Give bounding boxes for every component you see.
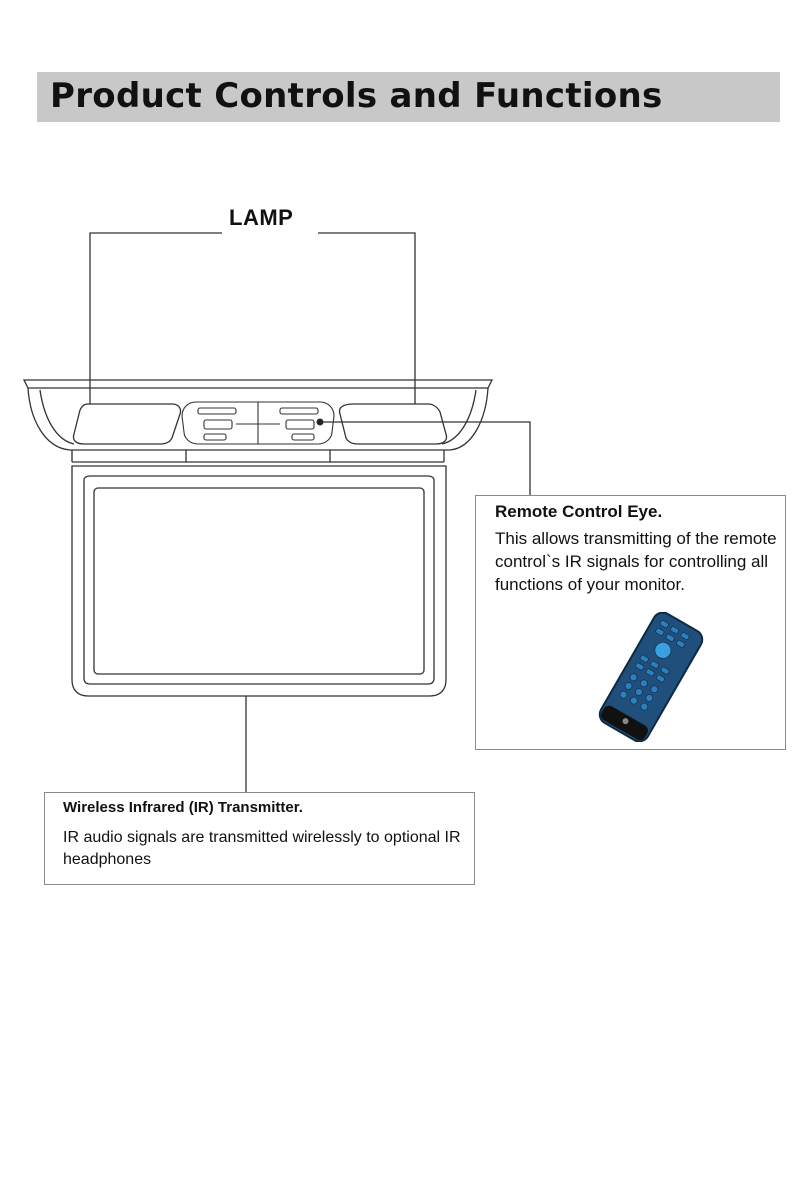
ir-transmitter-title: Wireless Infrared (IR) Transmitter. — [63, 799, 303, 816]
remote-eye-leader — [322, 421, 531, 495]
housing-inner-right — [441, 389, 477, 445]
ir-transmitter-body: IR audio signals are transmitted wireles… — [63, 829, 461, 868]
page-title: Product Controls and Functions — [50, 76, 663, 116]
lamp-label: LAMP — [229, 205, 294, 230]
title-bar — [37, 72, 780, 122]
remote-eye-title: Remote Control Eye. — [495, 502, 663, 521]
lamp-leader-left — [89, 232, 222, 430]
remote-eye-callout: Remote Control Eye. This allows transmit… — [475, 495, 786, 750]
remote-eye-body: This allows transmitting of the remote c… — [495, 529, 777, 594]
monitor-housing — [22, 379, 494, 463]
housing-inner-left — [39, 389, 75, 445]
control-panel — [181, 401, 335, 445]
remote-control-icon — [598, 612, 704, 742]
housing-top-plate — [22, 379, 494, 389]
monitor-screen — [71, 465, 447, 697]
lamp-leader-lines — [89, 232, 416, 430]
lamp-left — [72, 403, 182, 445]
ir-transmitter-callout: Wireless Infrared (IR) Transmitter. IR a… — [44, 792, 475, 885]
lamp-right — [338, 403, 448, 445]
screen-display — [93, 487, 425, 675]
housing-shell — [27, 387, 489, 451]
lamp-leader-right — [318, 232, 416, 428]
